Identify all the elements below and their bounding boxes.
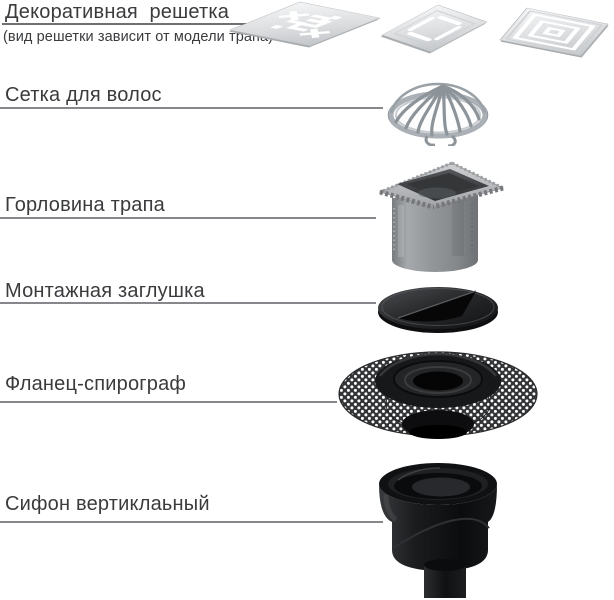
part-label-hair-strainer: Сетка для волос — [5, 84, 162, 106]
divider — [0, 521, 383, 523]
decorative-grilles-image — [228, 1, 609, 58]
part-label-mounting-plug: Монтажная заглушка — [5, 280, 205, 302]
divider — [2, 23, 255, 25]
divider — [0, 401, 337, 403]
drain-neck-image — [378, 161, 505, 272]
vertical-siphon-image — [379, 463, 497, 598]
part-label-vertical-siphon: Сифон вертиклаьный — [5, 493, 210, 515]
divider — [0, 107, 383, 109]
mounting-plug-image — [378, 287, 498, 333]
hair-strainer-image — [387, 82, 489, 146]
spirograph-flange-image — [338, 351, 538, 439]
part-label-drain-neck: Горловина трапа — [5, 194, 165, 216]
grille-frame — [380, 4, 488, 54]
part-note-grille-variants: (вид решетки зависит от модели трапа) — [3, 29, 274, 45]
divider — [0, 217, 376, 219]
grille-ornament — [228, 1, 381, 48]
part-label-decorative-grille: Декоративная решетка — [5, 1, 230, 23]
part-label-spirograph-flange: Фланец-спирограф — [5, 373, 187, 395]
divider — [0, 302, 376, 304]
grille-spiral — [499, 7, 609, 58]
